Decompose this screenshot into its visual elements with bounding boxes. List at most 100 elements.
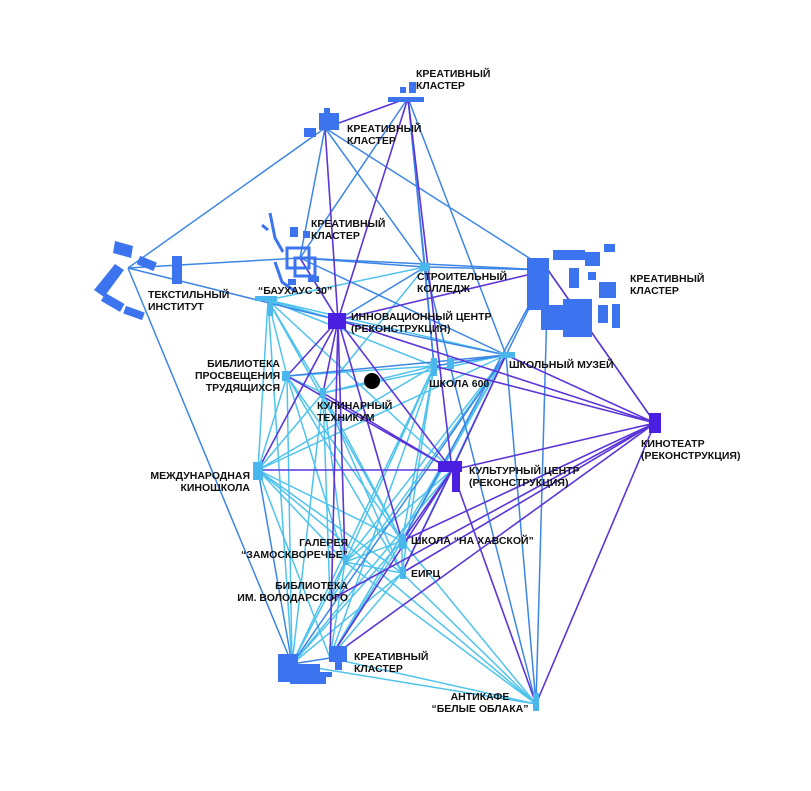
link-havskaya-gallery bbox=[344, 540, 403, 563]
link-museum-anticafe bbox=[505, 354, 537, 705]
building-innov bbox=[328, 313, 346, 329]
link-culture-havskaya bbox=[401, 469, 453, 542]
label-kinoschool: МЕЖДУНАРОДНАЯ КИНОШКОЛА bbox=[150, 470, 250, 494]
link-library_p-eirc bbox=[286, 375, 403, 574]
link-kinoschool-anticafe bbox=[257, 469, 537, 705]
label-cluster-top: КРЕАТИВНЫЙ КЛАСТЕР bbox=[416, 68, 491, 92]
link-cluster_east-anticafe bbox=[535, 269, 549, 705]
building-cluster-sw bbox=[278, 654, 326, 684]
building-cluster-top bbox=[388, 82, 424, 102]
link-cluster_top-cluster_mid bbox=[299, 97, 409, 259]
link-cluster_top-museum bbox=[407, 97, 507, 356]
link-havskaya-cluster_sw bbox=[291, 540, 403, 665]
link-culinary-museum bbox=[322, 354, 507, 394]
link-culture-culinary bbox=[322, 392, 453, 471]
label-anticafe: АНТИКАФЕ “БЕЛЫЕ ОБЛАКА” bbox=[431, 691, 529, 715]
link-kinoschool-havskaya bbox=[257, 469, 403, 542]
building-small-nodes bbox=[253, 263, 539, 711]
link-cinema-library_v bbox=[329, 422, 656, 601]
building-culture bbox=[438, 461, 462, 492]
link-textile-cluster_sw bbox=[127, 267, 293, 665]
link-stroit-anticafe bbox=[424, 266, 537, 705]
link-bauhaus-museum bbox=[267, 299, 507, 356]
link-eirc-cluster_sw bbox=[291, 572, 403, 665]
link-innov-culture bbox=[337, 319, 453, 471]
link-cluster_east-havskaya bbox=[401, 269, 549, 542]
link-culture-cluster_bottom bbox=[329, 469, 453, 659]
link-cluster_top-culture bbox=[407, 97, 453, 471]
link-kinoschool-cluster_bottom bbox=[257, 469, 331, 659]
link-innov-culinary bbox=[322, 319, 339, 394]
label-culture: КУЛЬТУРНЫЙ ЦЕНТР (РЕКОНСТРУКЦИЯ) bbox=[469, 465, 580, 489]
link-innov-havskaya bbox=[337, 319, 403, 542]
connection-lines bbox=[127, 97, 656, 705]
building-footprints bbox=[94, 82, 661, 711]
label-gallery: ГАЛЕРЕЯ “ЗАМОСКВОРЕЧЬЕ” bbox=[241, 537, 348, 561]
building-cluster-bottom bbox=[324, 646, 347, 677]
building-cluster-east bbox=[527, 244, 620, 337]
link-cinema-havskaya bbox=[401, 422, 656, 542]
label-cluster-mid: КРЕАТИВНЫЙ КЛАСТЕР bbox=[311, 218, 386, 242]
link-bauhaus-cluster_sw bbox=[267, 299, 293, 665]
label-stroit: СТРОИТЕЛЬНЫЙ КОЛЛЕДЖ bbox=[417, 271, 508, 295]
label-bauhaus: “БАУХАУС 30” bbox=[258, 285, 333, 297]
link-cinema-museum bbox=[505, 354, 656, 424]
link-museum-gallery bbox=[344, 354, 507, 563]
link-cinema-cluster_bottom bbox=[329, 422, 656, 659]
link-cinema-anticafe bbox=[535, 422, 656, 705]
label-cluster-east: КРЕАТИВНЫЙ КЛАСТЕР bbox=[630, 273, 705, 297]
link-eirc-anticafe bbox=[401, 572, 537, 705]
link-culture-anticafe bbox=[451, 469, 537, 705]
building-cluster-mid-blocks bbox=[288, 227, 319, 285]
link-museum-cluster_sw bbox=[291, 354, 507, 665]
link-textile-innov bbox=[127, 267, 339, 321]
link-kinoschool-gallery bbox=[257, 469, 346, 563]
label-havskaya: ШКОЛА “НА ХАВСКОЙ” bbox=[411, 535, 534, 547]
link-gallery-eirc bbox=[344, 561, 403, 574]
label-school600: ШКОЛА 600 bbox=[429, 378, 490, 390]
label-culinary: КУЛИНАРНЫЙ ТЕХНИКУМ bbox=[317, 400, 393, 424]
building-cinema bbox=[649, 413, 661, 433]
link-havskaya-anticafe bbox=[401, 540, 537, 705]
link-bauhaus-stroit bbox=[267, 266, 426, 301]
link-culinary-cluster_sw bbox=[291, 392, 324, 665]
link-cluster_sw-cluster_bottom bbox=[291, 657, 331, 665]
link-kinoschool-cluster_sw bbox=[257, 469, 293, 665]
link-culture-cinema bbox=[451, 422, 656, 471]
link-textile-cluster_upper bbox=[127, 127, 326, 269]
link-innov-kinoschool bbox=[257, 319, 339, 471]
link-bauhaus-kinoschool bbox=[257, 299, 269, 471]
label-museum: ШКОЛЬНЫЙ МУЗЕЙ bbox=[509, 359, 614, 371]
link-culinary-library_v bbox=[322, 392, 331, 601]
link-gallery-library_v bbox=[329, 561, 346, 601]
label-cluster-bottom: КРЕАТИВНЫЙ КЛАСТЕР bbox=[354, 651, 429, 675]
link-cinema-school600 bbox=[433, 365, 656, 424]
building-cluster-upper bbox=[304, 108, 339, 137]
link-bauhaus-culture bbox=[267, 299, 453, 471]
link-school600-havskaya bbox=[401, 365, 435, 542]
link-culture-gallery bbox=[344, 469, 453, 563]
link-library_p-museum bbox=[286, 354, 507, 377]
link-cinema-eirc bbox=[401, 422, 656, 574]
link-eirc-cluster_bottom bbox=[329, 572, 403, 659]
link-textile-cluster_mid bbox=[127, 257, 301, 269]
link-innov-cluster_top bbox=[337, 97, 409, 321]
link-innov-cluster_upper bbox=[324, 127, 339, 321]
center-point bbox=[364, 373, 380, 389]
link-innov-museum bbox=[337, 319, 507, 356]
link-kinoschool-eirc bbox=[257, 469, 403, 574]
link-innov-library_p bbox=[286, 319, 339, 377]
link-cluster_sw-culture bbox=[291, 469, 453, 665]
link-cluster_upper-stroit bbox=[324, 127, 426, 268]
link-cluster_sw-anticafe bbox=[291, 663, 537, 705]
link-culinary-kinoschool bbox=[257, 392, 324, 471]
label-innov: ИННОВАЦИОННЫЙ ЦЕНТР (РЕКОНСТРУКЦИЯ) bbox=[351, 311, 492, 335]
link-library_p-gallery bbox=[286, 375, 346, 563]
link-stroit-school600 bbox=[424, 266, 435, 367]
link-library_p-cluster_sw bbox=[286, 375, 293, 665]
link-cluster_mid-stroit bbox=[299, 257, 426, 268]
building-cluster-mid bbox=[261, 212, 317, 294]
label-library-p: БИБЛИОТЕКА ПРОСВЕЩЕНИЯ ТРУДЯЩИХСЯ bbox=[195, 358, 281, 394]
link-cluster_upper-cluster_east bbox=[324, 127, 549, 271]
